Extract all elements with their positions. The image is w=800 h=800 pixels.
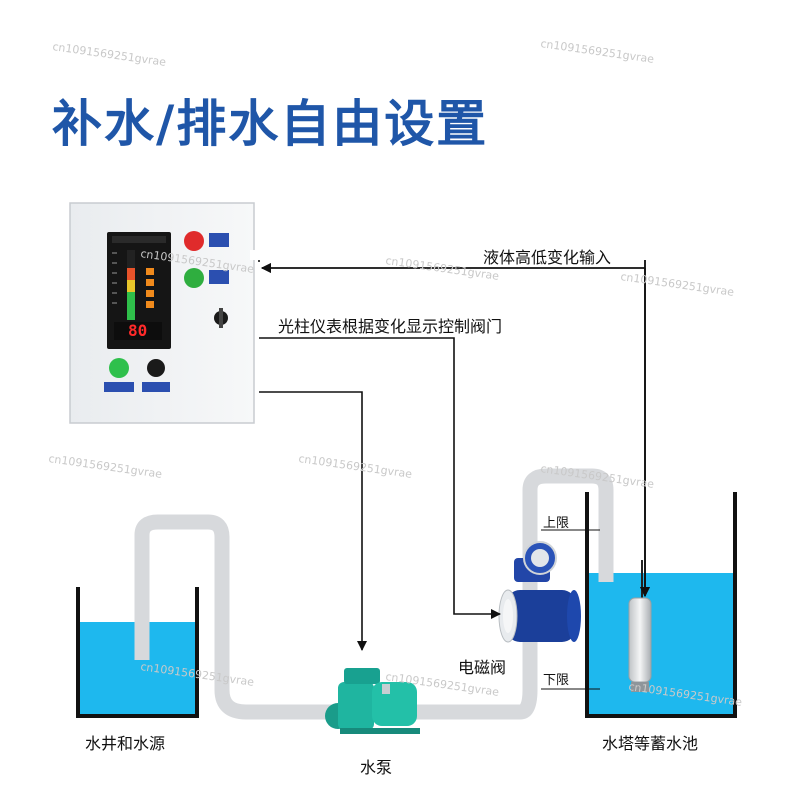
pump-label: 水泵 (360, 758, 393, 777)
solenoid-valve (498, 541, 581, 643)
page-title: 补水/排水自由设置 (52, 95, 489, 153)
water-pump (325, 668, 420, 734)
source-label: 水井和水源 (85, 734, 166, 753)
meter-control-label: 光柱仪表根据变化显示控制阀门 (278, 317, 503, 336)
green-indicator-light (184, 268, 204, 288)
meter-readout: 80 (128, 321, 148, 340)
control-panel (69, 202, 255, 424)
tower-tank (585, 492, 737, 718)
level-bar-graph (112, 250, 154, 320)
valve-control-arrow (259, 337, 501, 619)
level-input-label: 液体高低变化输入 (483, 248, 612, 267)
upper-limit-label: 上限 (543, 516, 570, 531)
pump-control-arrow (259, 391, 367, 651)
level-meter-display (107, 232, 171, 349)
tower-label: 水塔等蓄水池 (602, 734, 699, 753)
valve-label: 电磁阀 (458, 658, 507, 677)
lower-limit-label: 下限 (543, 673, 570, 688)
black-button (147, 359, 165, 377)
green-button (109, 358, 129, 378)
red-indicator-light (184, 231, 204, 251)
